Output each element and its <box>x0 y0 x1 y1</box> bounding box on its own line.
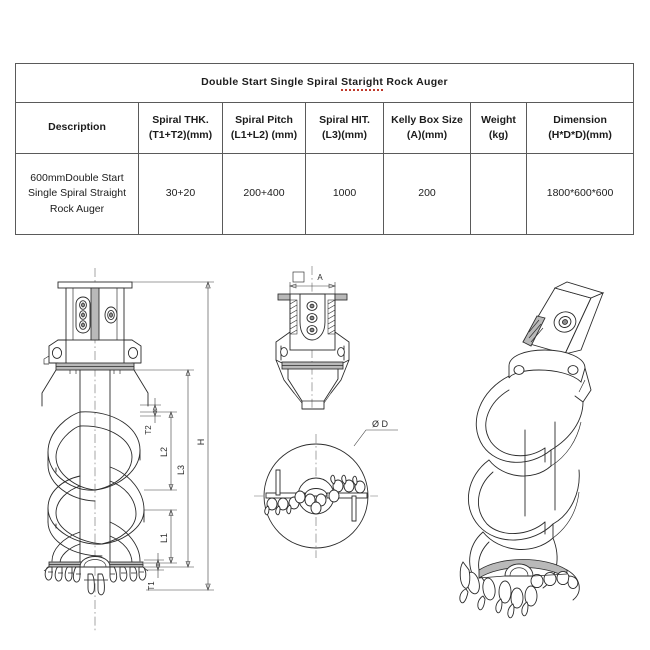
title-text-part-2: Rock Auger <box>383 76 448 89</box>
cell-description-line2: Single Spiral Straight <box>27 187 127 200</box>
column-header-spiral-thk-line1: Spiral THK. <box>152 113 209 126</box>
kelly-box-detail-view: A <box>250 260 380 415</box>
dimension-label-l2: L2 <box>159 447 169 457</box>
specification-table-container: Double Start Single Spiral Staright Rock… <box>14 63 635 235</box>
specification-table: Double Start Single Spiral Staright Rock… <box>14 63 635 235</box>
cell-weight <box>470 153 527 235</box>
column-header-spiral-hit-line1: Spiral HIT. <box>319 113 370 126</box>
column-header-dimension-line2: (H*D*D)(mm) <box>548 129 612 141</box>
column-header-spiral-pitch-line2: (L1+L2) (mm) <box>230 129 298 141</box>
dimension-label-t1: T1 <box>147 581 156 591</box>
cell-spiral-thk: 30+20 <box>138 153 223 235</box>
table-row: 600mmDouble Start Single Spiral Straight… <box>15 153 635 235</box>
title-text-part-1: Double Start Single Spiral <box>201 76 342 89</box>
dimension-label-h: H <box>196 439 206 446</box>
page-title: Double Start Single Spiral Staright Rock… <box>14 63 635 103</box>
table-header-row: Description Spiral THK. (T1+T2)(mm) Spir… <box>15 102 635 154</box>
column-header-kelly-box-size: Kelly Box Size (A)(mm) <box>383 102 471 154</box>
column-header-spiral-pitch: Spiral Pitch (L1+L2) (mm) <box>222 102 306 154</box>
dimension-label-t2: T2 <box>144 425 153 435</box>
isometric-3d-view <box>405 270 645 630</box>
table-title-row: Double Start Single Spiral Staright Rock… <box>14 63 635 103</box>
column-header-spiral-thk-line2: (T1+T2)(mm) <box>148 129 213 141</box>
column-header-description-line1: Description <box>48 121 106 134</box>
column-header-spiral-pitch-line1: Spiral Pitch <box>235 113 293 126</box>
cell-description-line3: Rock Auger <box>49 202 105 215</box>
column-header-description: Description <box>15 102 139 154</box>
column-header-kelly-box-size-line2: (A)(mm) <box>406 129 448 141</box>
column-header-spiral-hit-line2: (L3)(mm) <box>322 129 367 141</box>
column-header-dimension-line1: Dimension <box>553 113 607 126</box>
column-header-dimension: Dimension (H*D*D)(mm) <box>525 102 635 154</box>
column-header-kelly-box-size-line1: Kelly Box Size <box>391 113 463 126</box>
column-header-weight-line1: Weight <box>481 113 516 126</box>
title-text-misspelled: Staright <box>341 76 384 92</box>
dimension-label-l3: L3 <box>176 465 186 475</box>
cell-spiral-hit: 1000 <box>305 153 384 235</box>
column-header-weight: Weight (kg) <box>470 102 527 154</box>
column-header-spiral-thk: Spiral THK. (T1+T2)(mm) <box>138 102 223 154</box>
dimension-label-l1: L1 <box>159 533 169 543</box>
cell-description: 600mmDouble Start Single Spiral Straight… <box>15 153 139 235</box>
column-header-spiral-hit: Spiral HIT. (L3)(mm) <box>305 102 384 154</box>
bottom-plan-view: Ø D <box>248 400 413 575</box>
cell-kelly-box-size: 200 <box>383 153 471 235</box>
cell-dimension: 1800*600*600 <box>525 153 635 235</box>
column-header-weight-line2: (kg) <box>488 129 509 141</box>
cell-spiral-pitch: 200+400 <box>222 153 306 235</box>
technical-drawings-area: H L3 L2 L1 <box>0 250 650 650</box>
dimension-label-a: A <box>317 273 323 282</box>
dimension-label-diameter: Ø D <box>372 419 389 429</box>
front-elevation-view: H L3 L2 L1 <box>18 260 233 640</box>
cell-description-line1: 600mmDouble Start <box>30 172 124 185</box>
